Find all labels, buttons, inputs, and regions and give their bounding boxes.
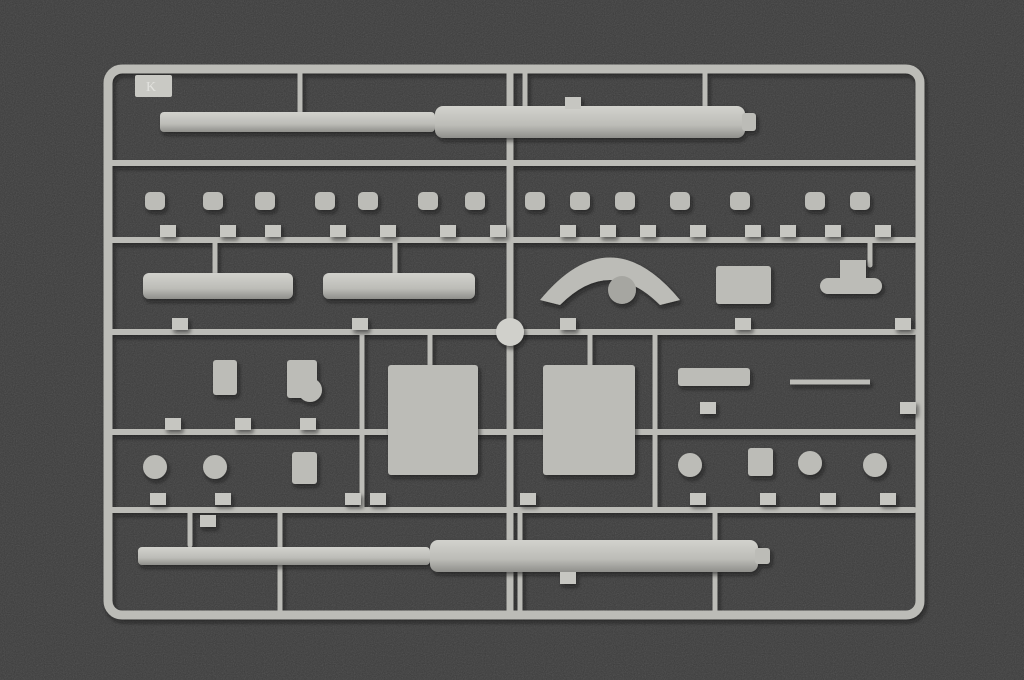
round-part	[298, 378, 322, 402]
part-number-tab	[520, 493, 536, 505]
block-part	[213, 360, 237, 395]
round-part	[678, 453, 702, 477]
part-number-tab	[560, 225, 576, 237]
round-part	[863, 453, 887, 477]
small-part	[570, 192, 590, 210]
part-number-tab	[760, 493, 776, 505]
small-part	[730, 192, 750, 210]
part-number-tab	[345, 493, 361, 505]
part-number-tab	[380, 225, 396, 237]
part-number-tab	[745, 225, 761, 237]
bracket-part	[840, 260, 866, 282]
part-number-tab	[640, 225, 656, 237]
small-part	[145, 192, 165, 210]
round-part	[143, 455, 167, 479]
part-number-tab	[600, 225, 616, 237]
part-number-tab	[165, 418, 181, 430]
part-number-tab	[440, 225, 456, 237]
part-number-tab	[352, 318, 368, 330]
arc-hub	[608, 276, 636, 304]
part-number-tab	[820, 493, 836, 505]
part-number-tab	[235, 418, 251, 430]
part-number-tab	[172, 318, 188, 330]
round-part	[203, 455, 227, 479]
small-part	[615, 192, 635, 210]
block-part	[678, 368, 750, 386]
part-number-tab	[220, 225, 236, 237]
gun-barrel-jacket	[435, 106, 745, 138]
part-number-tab	[330, 225, 346, 237]
sprue-hub	[496, 318, 524, 346]
block-part	[292, 452, 317, 484]
gun-barrel-jacket	[430, 540, 758, 572]
part-number-tab	[735, 318, 751, 330]
part-number-tab	[690, 493, 706, 505]
block-part	[543, 365, 635, 475]
block-part	[748, 448, 773, 476]
sprue-parts	[138, 97, 916, 584]
part-number-tab	[560, 572, 576, 584]
part-number-tab	[490, 225, 506, 237]
barrel-muzzle	[755, 548, 770, 564]
barrel-muzzle	[742, 113, 756, 131]
gun-barrel	[138, 547, 430, 565]
part-number-tab	[880, 493, 896, 505]
small-part	[850, 192, 870, 210]
part-number-tab	[690, 225, 706, 237]
small-part	[315, 192, 335, 210]
sprue-outer-frame	[103, 64, 925, 620]
part-number-tab	[215, 493, 231, 505]
block-part	[716, 266, 771, 304]
part-number-tab	[150, 493, 166, 505]
bracket-part	[820, 278, 882, 294]
part-number-tab	[265, 225, 281, 237]
small-part	[255, 192, 275, 210]
part-number-tab	[700, 402, 716, 414]
small-part	[203, 192, 223, 210]
part-number-tab	[895, 318, 911, 330]
small-part	[358, 192, 378, 210]
block-part	[388, 365, 478, 475]
round-part	[798, 451, 822, 475]
small-part	[525, 192, 545, 210]
sprue-tag: K	[135, 75, 172, 97]
part-number-tab	[900, 402, 916, 414]
sprue-letter: K	[146, 80, 156, 95]
part-number-tab	[200, 515, 216, 527]
small-part	[805, 192, 825, 210]
part-number-tab	[875, 225, 891, 237]
cylinder-part	[143, 273, 293, 299]
part-number-tab	[565, 97, 581, 109]
part-number-tab	[560, 318, 576, 330]
small-part	[418, 192, 438, 210]
cylinder-part	[323, 273, 475, 299]
part-number-tab	[825, 225, 841, 237]
part-number-tab	[370, 493, 386, 505]
part-number-tab	[160, 225, 176, 237]
small-part	[670, 192, 690, 210]
part-number-tab	[300, 418, 316, 430]
arc-part	[540, 257, 680, 305]
part-number-tab	[780, 225, 796, 237]
gun-barrel	[160, 112, 435, 132]
small-part	[465, 192, 485, 210]
